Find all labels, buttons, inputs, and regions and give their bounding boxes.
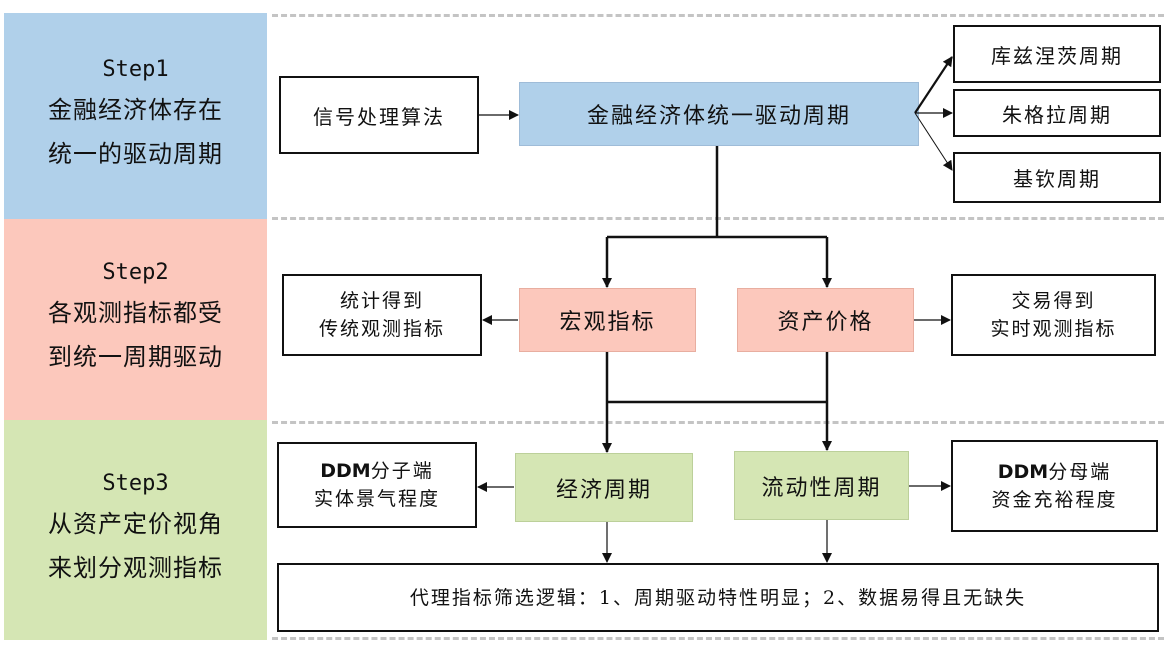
- macro-indicator-label: 宏观指标: [559, 310, 656, 335]
- selection-logic-label: 代理指标筛选逻辑：1、周期驱动特性明显；2、数据易得且无缺失: [409, 586, 1027, 609]
- step2-title: Step2: [102, 260, 169, 285]
- traditional-indicator-box: 统计得到 传统观测指标: [282, 274, 482, 356]
- step3-title: Step3: [102, 470, 169, 496]
- liquidity-cycle-label: 流动性周期: [761, 475, 882, 501]
- step3-line1: 从资产定价视角: [48, 509, 223, 538]
- ddm-denominator-box: DDM分母端 资金充裕程度: [951, 440, 1158, 532]
- step1-title: Step1: [102, 56, 169, 82]
- traditional-indicator-line1: 统计得到: [339, 290, 424, 312]
- kitchin-cycle-box: 基钦周期: [953, 152, 1161, 203]
- arrow-to-kuznets: [914, 56, 953, 114]
- step2-panel: Step2 各观测指标都受 到统一周期驱动: [4, 219, 267, 420]
- separator-bottom: [272, 637, 1164, 640]
- separator-2-3: [272, 421, 1164, 424]
- step3-line2: 来划分观测指标: [48, 553, 223, 582]
- traditional-indicator-line2: 传统观测指标: [318, 318, 445, 340]
- liquidity-cycle-box: 流动性周期: [734, 451, 909, 520]
- realtime-indicator-box: 交易得到 实时观测指标: [951, 274, 1156, 356]
- ddm-denominator-suffix: 分母端: [1048, 461, 1112, 483]
- asset-price-label: 资产价格: [777, 310, 874, 335]
- ddm-numerator-line1: DDM分子端: [320, 457, 433, 485]
- kitchin-cycle-label: 基钦周期: [1013, 167, 1101, 191]
- step2-line1: 各观测指标都受: [48, 299, 223, 327]
- juglar-cycle-box: 朱格拉周期: [953, 89, 1161, 137]
- ddm-numerator-suffix: 分子端: [370, 460, 434, 482]
- signal-processing-box: 信号处理算法: [279, 76, 479, 154]
- kuznets-cycle-label: 库兹涅茨周期: [991, 43, 1123, 68]
- ddm-numerator-line2: 实体景气程度: [313, 488, 440, 510]
- realtime-indicator-line1: 交易得到: [1011, 290, 1096, 312]
- juglar-cycle-label: 朱格拉周期: [1002, 102, 1112, 127]
- ddm-denominator-line2: 资金充裕程度: [991, 489, 1118, 511]
- kuznets-cycle-box: 库兹涅茨周期: [953, 25, 1161, 83]
- step3-panel: Step3 从资产定价视角 来划分观测指标: [4, 420, 267, 640]
- arrow-to-kitchin: [914, 112, 953, 171]
- unified-cycle-label: 金融经济体统一驱动周期: [586, 104, 851, 129]
- step1-line2: 统一的驱动周期: [48, 139, 223, 168]
- economic-cycle-box: 经济周期: [515, 453, 693, 522]
- unified-cycle-box: 金融经济体统一驱动周期: [519, 82, 919, 146]
- ddm-denominator-prefix: DDM: [997, 461, 1049, 483]
- step1-panel: Step1 金融经济体存在 统一的驱动周期: [4, 13, 267, 219]
- ddm-numerator-prefix: DDM: [320, 460, 371, 482]
- step1-line1: 金融经济体存在: [48, 95, 223, 124]
- macro-indicator-box: 宏观指标: [519, 288, 696, 352]
- asset-price-box: 资产价格: [737, 288, 914, 352]
- ddm-denominator-line1: DDM分母端: [998, 458, 1111, 486]
- signal-processing-label: 信号处理算法: [313, 104, 445, 129]
- economic-cycle-label: 经济周期: [555, 477, 652, 503]
- realtime-indicator-line2: 实时观测指标: [990, 318, 1117, 340]
- separator-top: [272, 14, 1164, 17]
- ddm-numerator-box: DDM分子端 实体景气程度: [277, 442, 477, 528]
- selection-logic-box: 代理指标筛选逻辑：1、周期驱动特性明显；2、数据易得且无缺失: [277, 563, 1159, 632]
- step2-line2: 到统一周期驱动: [48, 343, 223, 371]
